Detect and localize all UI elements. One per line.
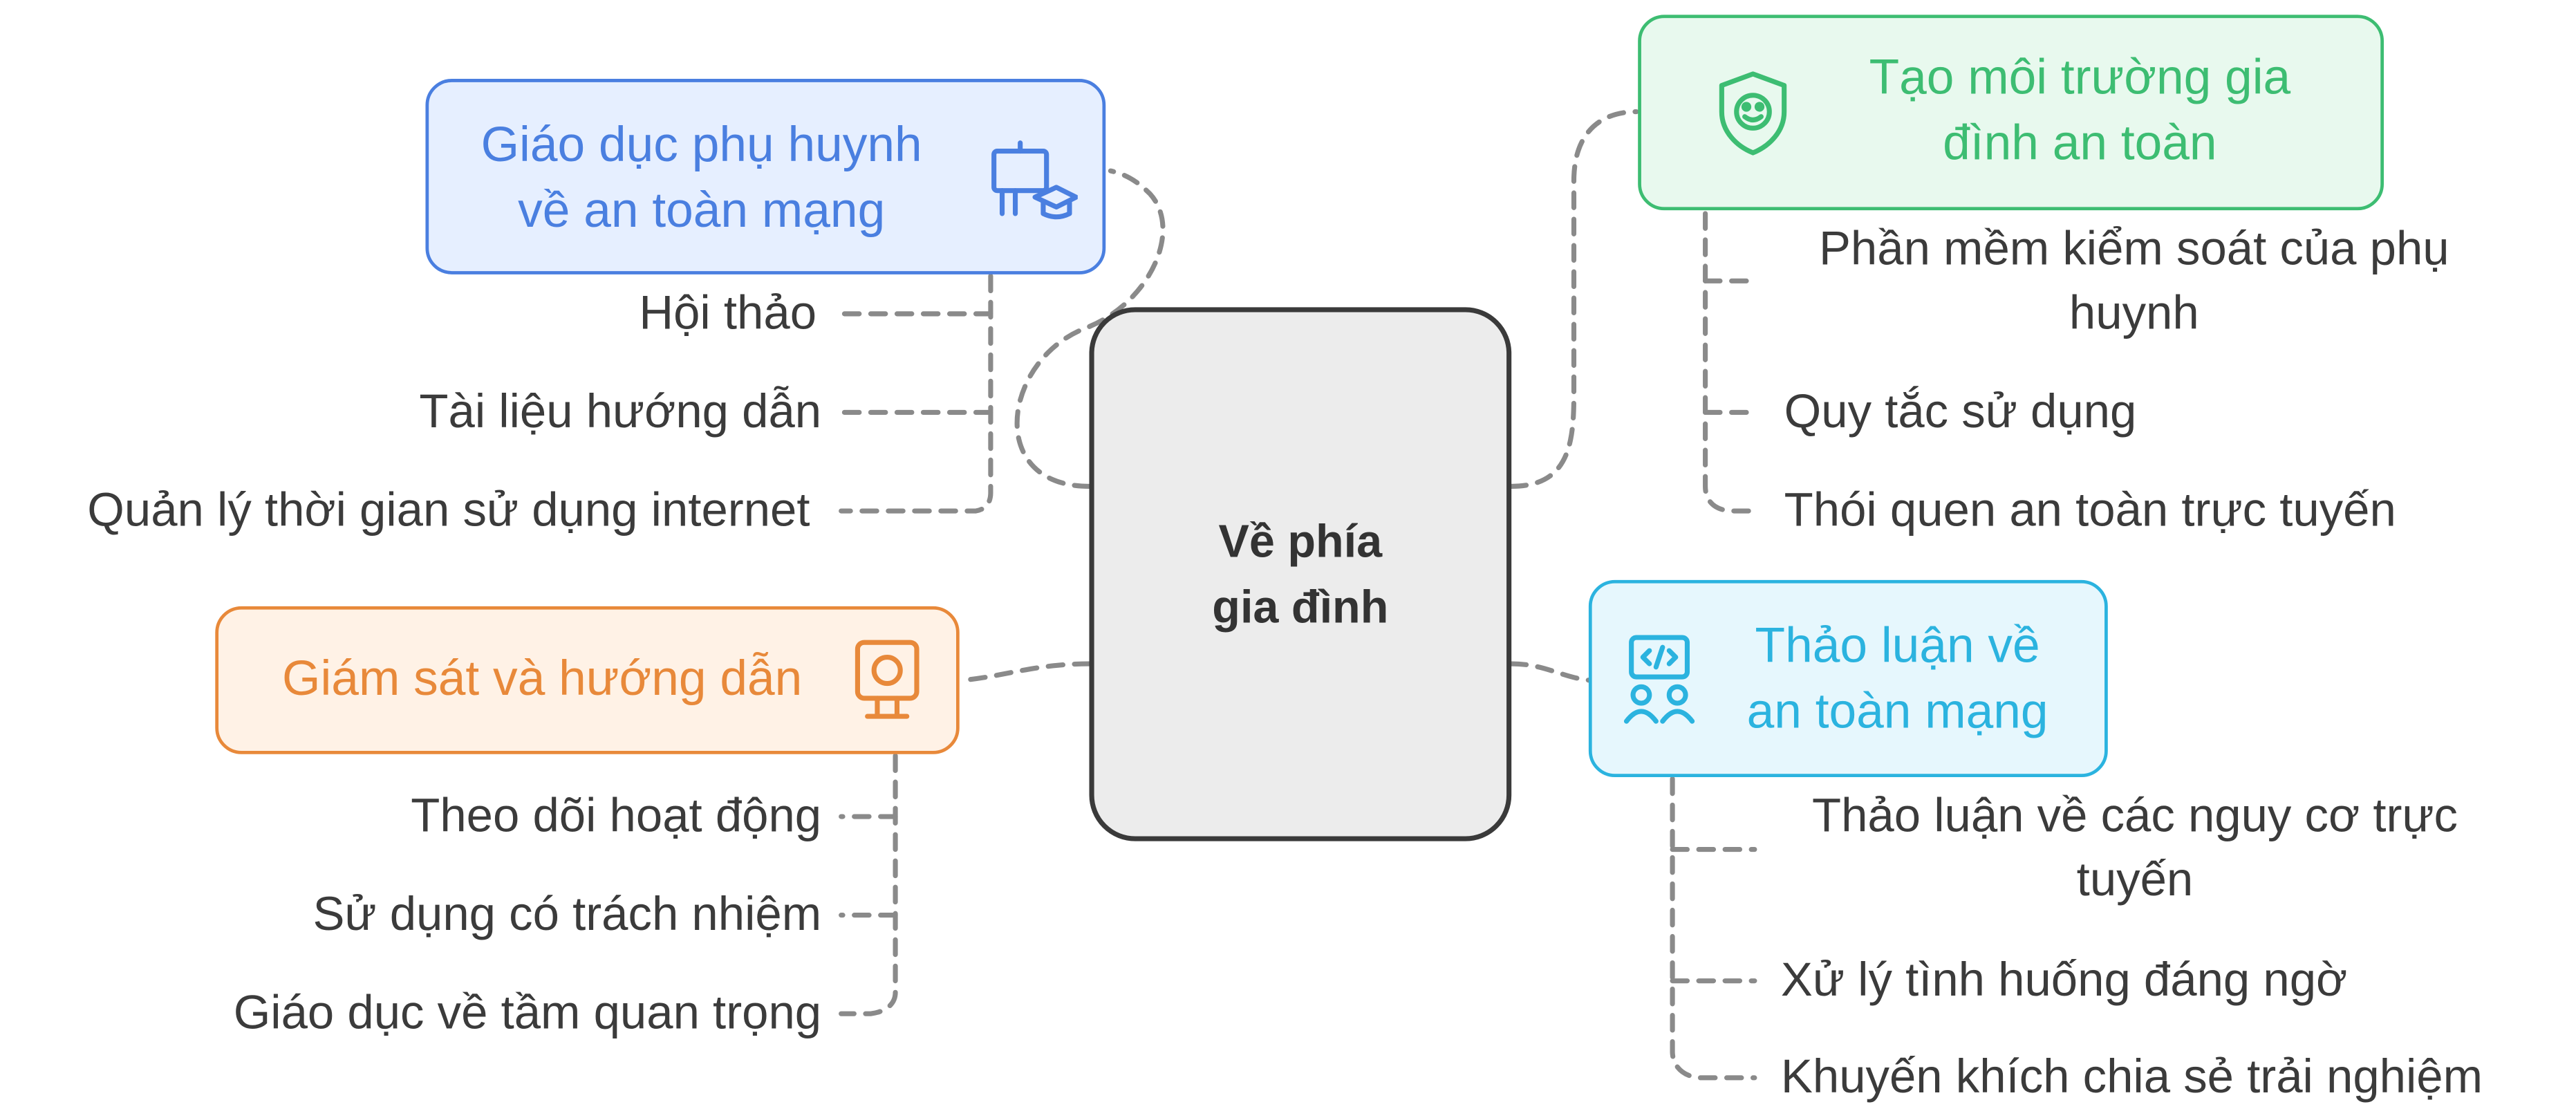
item-workshop: Hội thảo bbox=[639, 287, 817, 340]
spine-discussion bbox=[1670, 776, 1757, 1081]
item-safe-habits: Thói quen an toàn trực tuyến bbox=[1784, 485, 2396, 538]
connector-center-parent-education bbox=[1014, 168, 1166, 489]
teaching-board-icon bbox=[991, 140, 1078, 220]
shield-icon bbox=[1719, 71, 1787, 156]
item-share-experience: Khuyến khích chia sẻ trải nghiệm bbox=[1780, 1051, 2483, 1104]
center-node bbox=[1089, 307, 1512, 841]
spine-monitoring bbox=[839, 753, 898, 1016]
spine-parent-education bbox=[839, 273, 993, 514]
item-online-risks-line1: Thảo luận về các nguy cơ trực bbox=[1811, 790, 2458, 844]
item-usage-rules: Quy tắc sử dụng bbox=[1784, 386, 2137, 439]
item-importance-education: Giáo dục về tầm quan trọng bbox=[233, 987, 822, 1041]
center-title-line2: gia đình bbox=[1212, 581, 1389, 633]
discussion-title-line1: Thảo luận về bbox=[1755, 619, 2040, 674]
safe-environment-title-line2: đình an toàn bbox=[1943, 116, 2217, 171]
item-parental-software-line1: Phần mềm kiểm soát của phụ bbox=[1818, 223, 2449, 277]
connector-center-safe-environment bbox=[1509, 109, 1639, 489]
item-track-activity: Theo dõi hoạt động bbox=[411, 790, 822, 844]
connector-center-discussion bbox=[1509, 661, 1592, 683]
parent-education-title-line2: về an toàn mạng bbox=[518, 184, 886, 239]
safe-environment-node bbox=[1638, 15, 2384, 211]
code-discussion-icon bbox=[1623, 635, 1695, 724]
spine-safe-environment bbox=[1703, 211, 1761, 514]
item-responsible-use: Sử dụng có trách nhiệm bbox=[312, 888, 822, 942]
item-suspicious-situations: Xử lý tình huống đáng ngờ bbox=[1780, 954, 2348, 1007]
item-parental-software-line2: huynh bbox=[2069, 287, 2199, 340]
parent-education-title-line1: Giáo dục phụ huynh bbox=[480, 118, 922, 173]
item-internet-time: Quản lý thời gian sử dụng internet bbox=[87, 485, 810, 538]
item-guide-material: Tài liệu hướng dẫn bbox=[419, 386, 822, 439]
connector-center-monitoring bbox=[960, 661, 1092, 683]
monitoring-node bbox=[215, 606, 960, 754]
safe-environment-title-line1: Tạo môi trường gia bbox=[1869, 50, 2291, 106]
discussion-title-line2: an toàn mạng bbox=[1746, 684, 2048, 740]
item-online-risks-line2: tuyến bbox=[2076, 854, 2194, 907]
webcam-icon bbox=[855, 640, 920, 719]
monitoring-title: Giám sát và hướng dẫn bbox=[282, 652, 803, 707]
center-title-line1: Về phía bbox=[1218, 516, 1383, 567]
discussion-node bbox=[1588, 579, 2108, 777]
